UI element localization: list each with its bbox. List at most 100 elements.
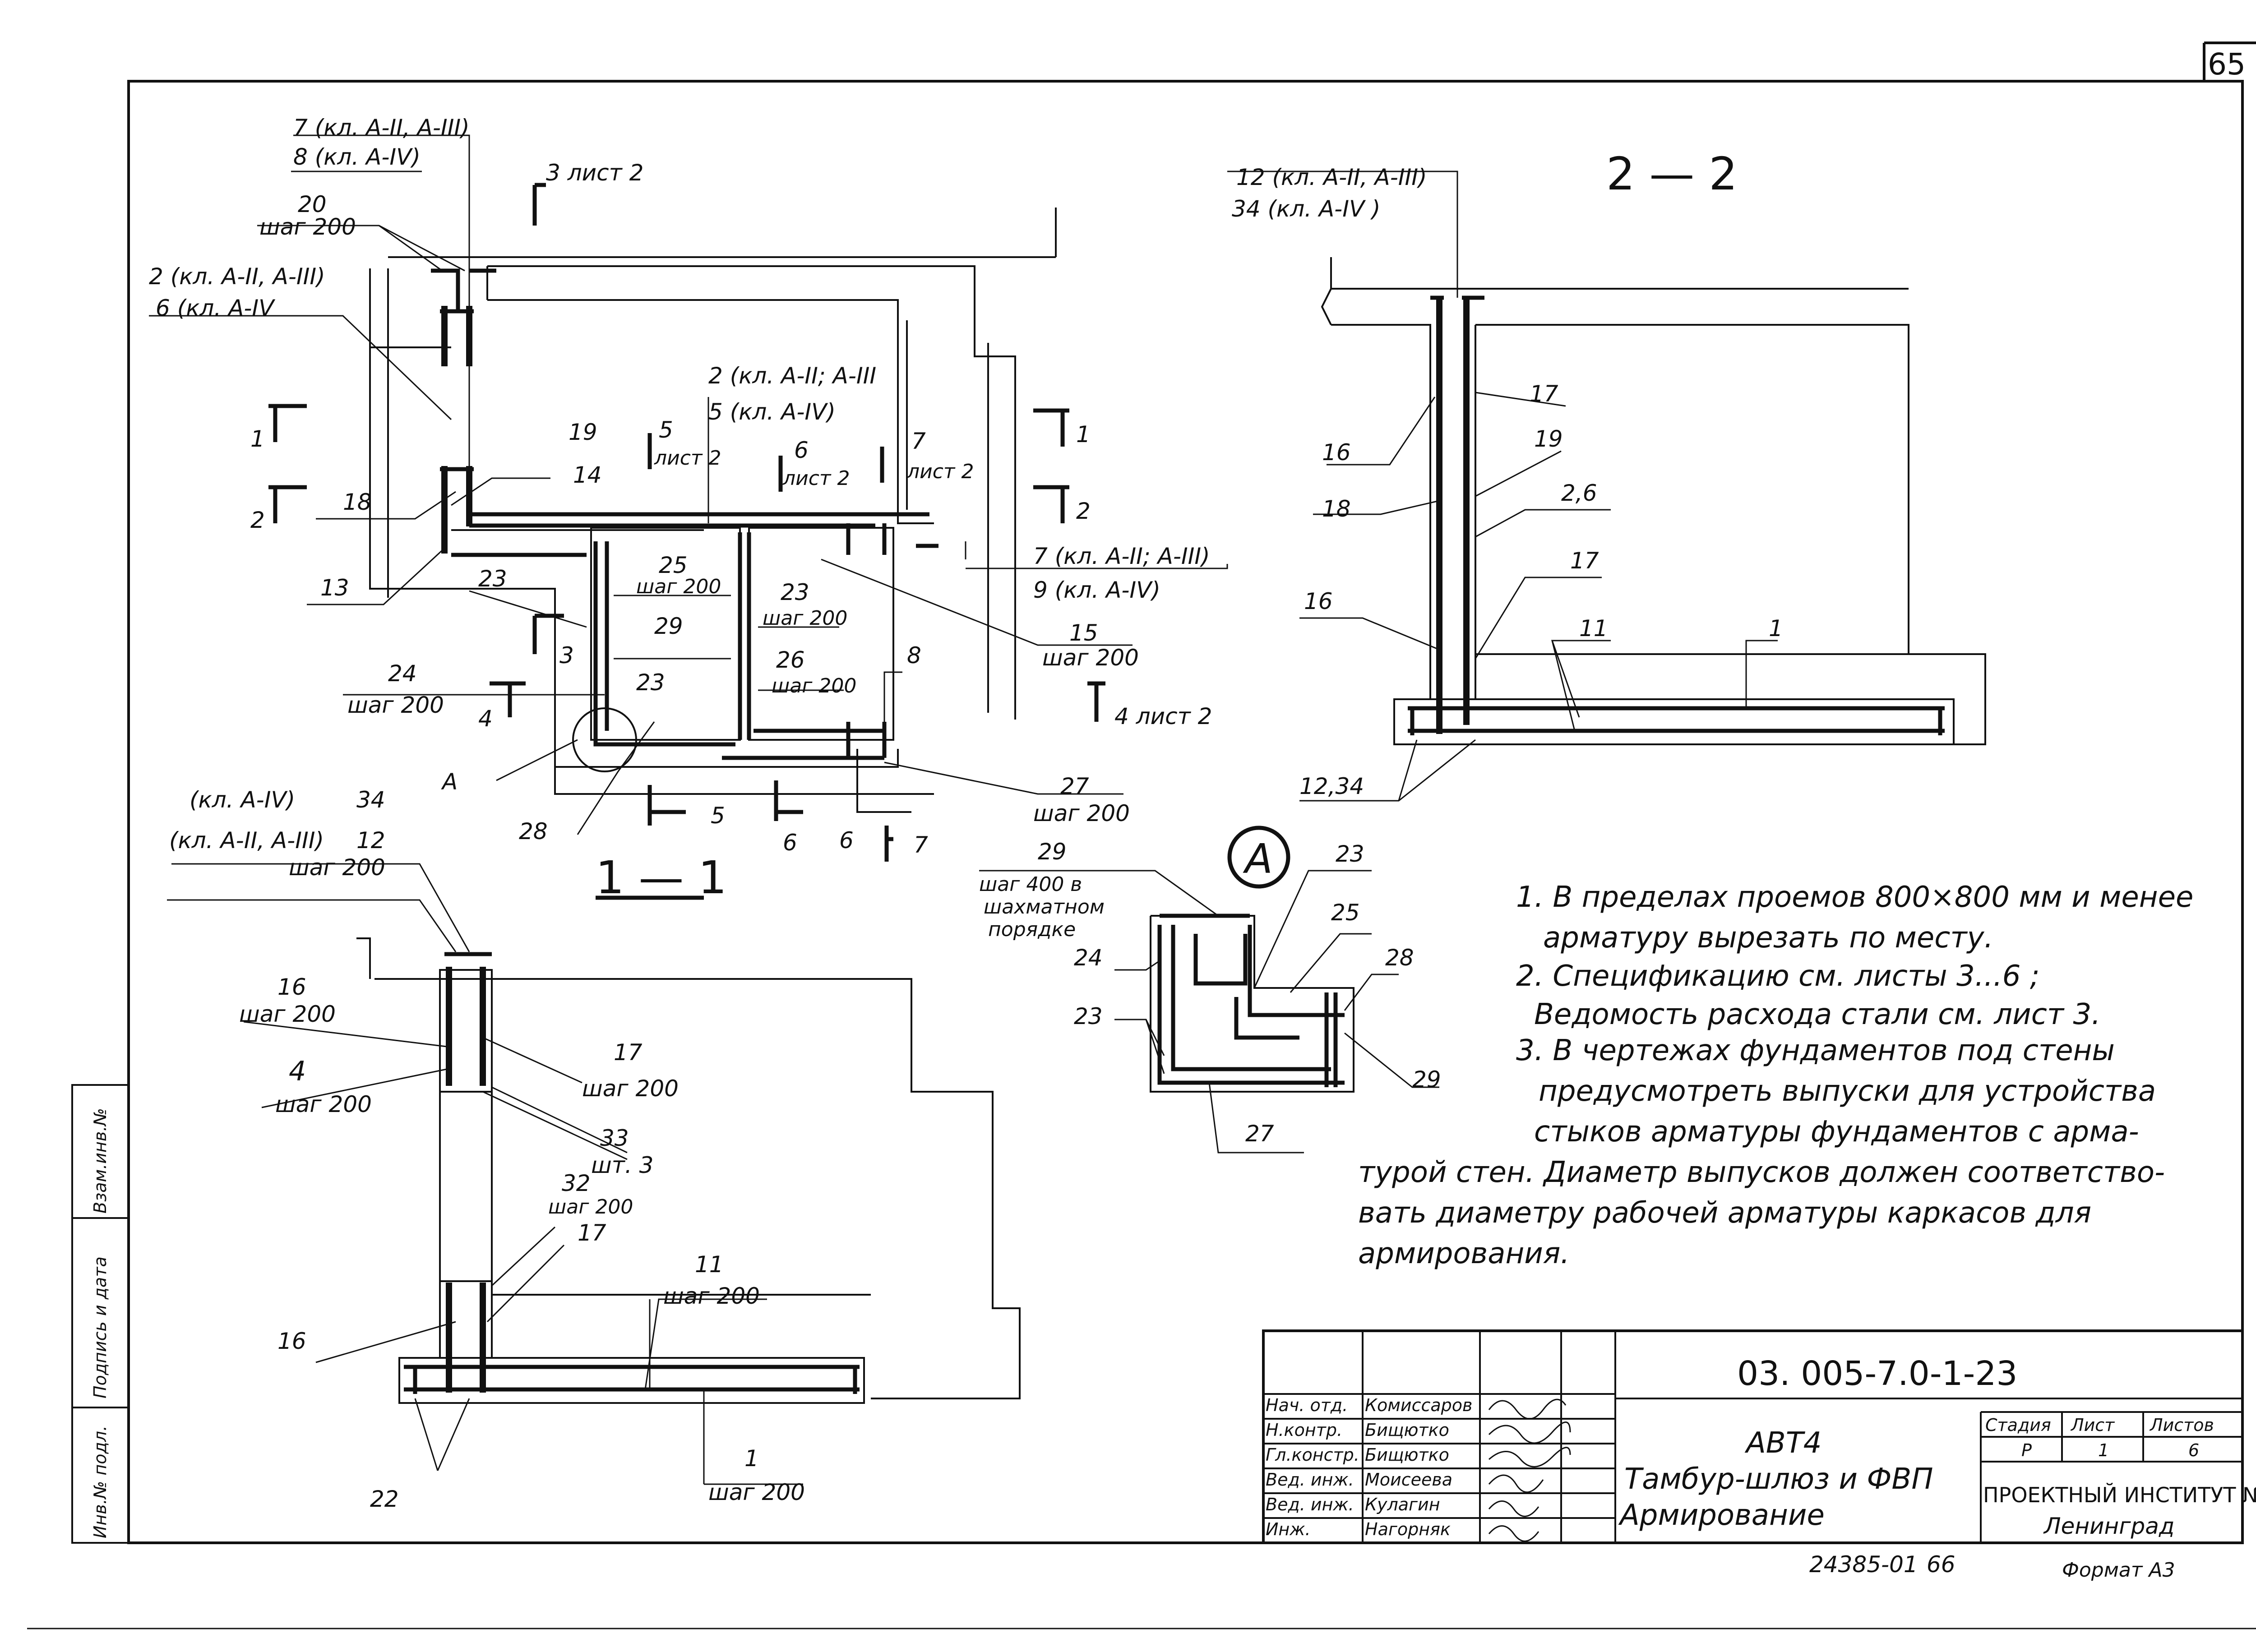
svg-text:шаг 200: шаг 200	[289, 854, 385, 881]
label-4: 4	[289, 1056, 306, 1087]
note-line-1: 1. В пределах проемов 800×800 мм и менее	[1516, 881, 2193, 914]
label-23-d2: 23	[1074, 1003, 1103, 1029]
label-cut3-lower: 3	[559, 642, 574, 669]
drawing-frame	[127, 80, 2244, 1544]
label-16b: 16	[277, 1328, 306, 1354]
label-stagger3: порядке	[988, 918, 1076, 941]
stamp-sign-date: Подпись и дата	[90, 1256, 110, 1398]
label-19-s: 19	[1534, 426, 1563, 452]
note-line-6: предусмотреть выпуски для устройства	[1539, 1075, 2156, 1108]
note-line-7: стыков арматуры фундаментов с арма-	[1534, 1115, 2139, 1149]
label-17a: 17	[614, 1039, 643, 1066]
svg-text:6: 6	[839, 827, 854, 854]
handwritten-signatures	[1488, 1398, 1571, 1542]
doc-subject: АВТ4	[1744, 1426, 1822, 1460]
svg-text:7: 7	[911, 428, 926, 454]
label-24: 24	[388, 660, 417, 687]
stage-header: Стадия	[1985, 1415, 2051, 1435]
label-12-34: 12,34	[1299, 773, 1364, 799]
archive-page: 66	[1927, 1551, 1956, 1578]
label-A: А	[441, 769, 458, 795]
svg-text:4: 4	[478, 706, 493, 732]
label-29-d2: 29	[1412, 1066, 1441, 1093]
cut-mark-5: 5 лист 2	[647, 417, 721, 470]
label-34: 34	[356, 787, 385, 813]
note-line-10: армирования.	[1358, 1237, 1570, 1270]
label-24-d: 24	[1074, 945, 1103, 971]
label-cls-a4: (кл. А-IV)	[190, 787, 295, 813]
sheets-header: Листов	[2149, 1415, 2214, 1435]
label-stagger1: шаг 400 в	[979, 873, 1082, 896]
note-line-2: арматуру вырезать по месту.	[1543, 921, 1993, 955]
label-23-d1: 23	[1336, 841, 1364, 867]
general-notes: 1. В пределах проемов 800×800 мм и менее…	[1358, 881, 2193, 1270]
archive-no: 24385-01	[1809, 1551, 1918, 1578]
stage-value: Р	[2021, 1440, 2032, 1460]
label-7-8a: 7 (кл. А-II, А-III)	[293, 115, 470, 141]
label-25-d: 25	[1331, 900, 1360, 926]
label-14: 14	[573, 462, 602, 488]
cut-mark-1-left: 1	[250, 404, 307, 452]
label-11: 11	[695, 1251, 724, 1278]
svg-text:шаг 200: шаг 200	[663, 1283, 760, 1309]
sheet-value: 1	[2098, 1440, 2109, 1460]
sig-name-5: Нагорняк	[1365, 1519, 1451, 1539]
label-18-s: 18	[1322, 496, 1351, 522]
label-23c: 23	[636, 669, 665, 696]
cut-mark-4: 4	[478, 681, 526, 732]
svg-text:4 лист 2: 4 лист 2	[1114, 703, 1212, 729]
cut-mark-2-left: 2	[250, 485, 307, 533]
label-13: 13	[320, 575, 349, 601]
svg-text:шаг 200: шаг 200	[1042, 645, 1139, 671]
label-11-s: 11	[1579, 615, 1608, 641]
svg-text:2: 2	[250, 507, 265, 533]
sig-role-4: Вед. инж.	[1266, 1495, 1354, 1514]
label-23a: 23	[478, 566, 507, 592]
sig-name-3: Моисеева	[1365, 1470, 1452, 1490]
svg-text:шаг 200: шаг 200	[582, 1075, 679, 1102]
label-22: 22	[370, 1486, 399, 1512]
svg-text:лист 2: лист 2	[906, 460, 974, 483]
cut-mark-3: 3 лист 2	[532, 160, 643, 226]
label-16a: 16	[277, 974, 306, 1000]
svg-text:шаг 200: шаг 200	[772, 674, 856, 697]
label-8: 8	[907, 642, 921, 669]
label-12-34a: 12 (кл. А-II, А-III)	[1236, 164, 1427, 190]
label-28: 28	[519, 818, 548, 844]
signature-rows: Нач. отд. Комиссаров Н.контр. Бищютко Гл…	[1266, 1395, 1571, 1542]
side-stamp: Взам.инв.№ Подпись и дата Инв.№ подл.	[71, 1084, 129, 1544]
svg-text:5: 5	[659, 417, 673, 443]
doc-title-1: Тамбур-шлюз и ФВП	[1624, 1463, 1933, 1496]
sig-role-1: Н.контр.	[1266, 1420, 1342, 1440]
svg-text:шаг 200: шаг 200	[636, 575, 721, 598]
sheets-value: 6	[2188, 1440, 2199, 1460]
note-line-9: вать диаметру рабочей арматуры каркасов …	[1358, 1196, 2091, 1230]
label-32: 32	[562, 1170, 591, 1196]
svg-text:шаг 200: шаг 200	[708, 1479, 805, 1505]
label-15: 15	[1069, 620, 1098, 646]
label-7-8b: 8 (кл. А-IV)	[293, 144, 421, 170]
sig-name-4: Кулагин	[1365, 1495, 1440, 1514]
sheet-header: Лист	[2070, 1415, 2115, 1435]
label-23b: 23	[781, 579, 809, 605]
note-line-4: Ведомость расхода стали см. лист 3.	[1534, 998, 2101, 1031]
label-16a-s: 16	[1322, 439, 1351, 466]
label-pcs3: шт. 3	[591, 1152, 653, 1178]
label-2-5a: 2 (кл. А-II; А-III	[708, 363, 876, 389]
sig-role-0: Нач. отд.	[1266, 1395, 1348, 1415]
label-16b-s: 16	[1304, 588, 1333, 614]
cut-mark-7: 7 лист 2	[880, 428, 974, 483]
label-cls-a23: (кл. А-II, А-III)	[169, 827, 324, 854]
doc-code: 03. 005-7.0-1-23	[1737, 1354, 2017, 1393]
detail-view-A: А 29 шаг 400 в шахматном порядке 23 25 2…	[979, 826, 1441, 1154]
sig-role-2: Гл.констр.	[1266, 1445, 1359, 1465]
cut-mark-6-bottom: 6	[774, 780, 803, 856]
label-17b-s: 17	[1570, 548, 1599, 574]
label-18: 18	[343, 489, 372, 515]
sheet-format: Формат А3	[2062, 1559, 2175, 1582]
svg-text:шаг 200: шаг 200	[259, 214, 356, 240]
label-2-6a: 2 (кл. А-II, А-III)	[149, 263, 325, 290]
label-stagger2: шахматном	[984, 895, 1105, 918]
svg-text:шаг 200: шаг 200	[1033, 800, 1130, 826]
